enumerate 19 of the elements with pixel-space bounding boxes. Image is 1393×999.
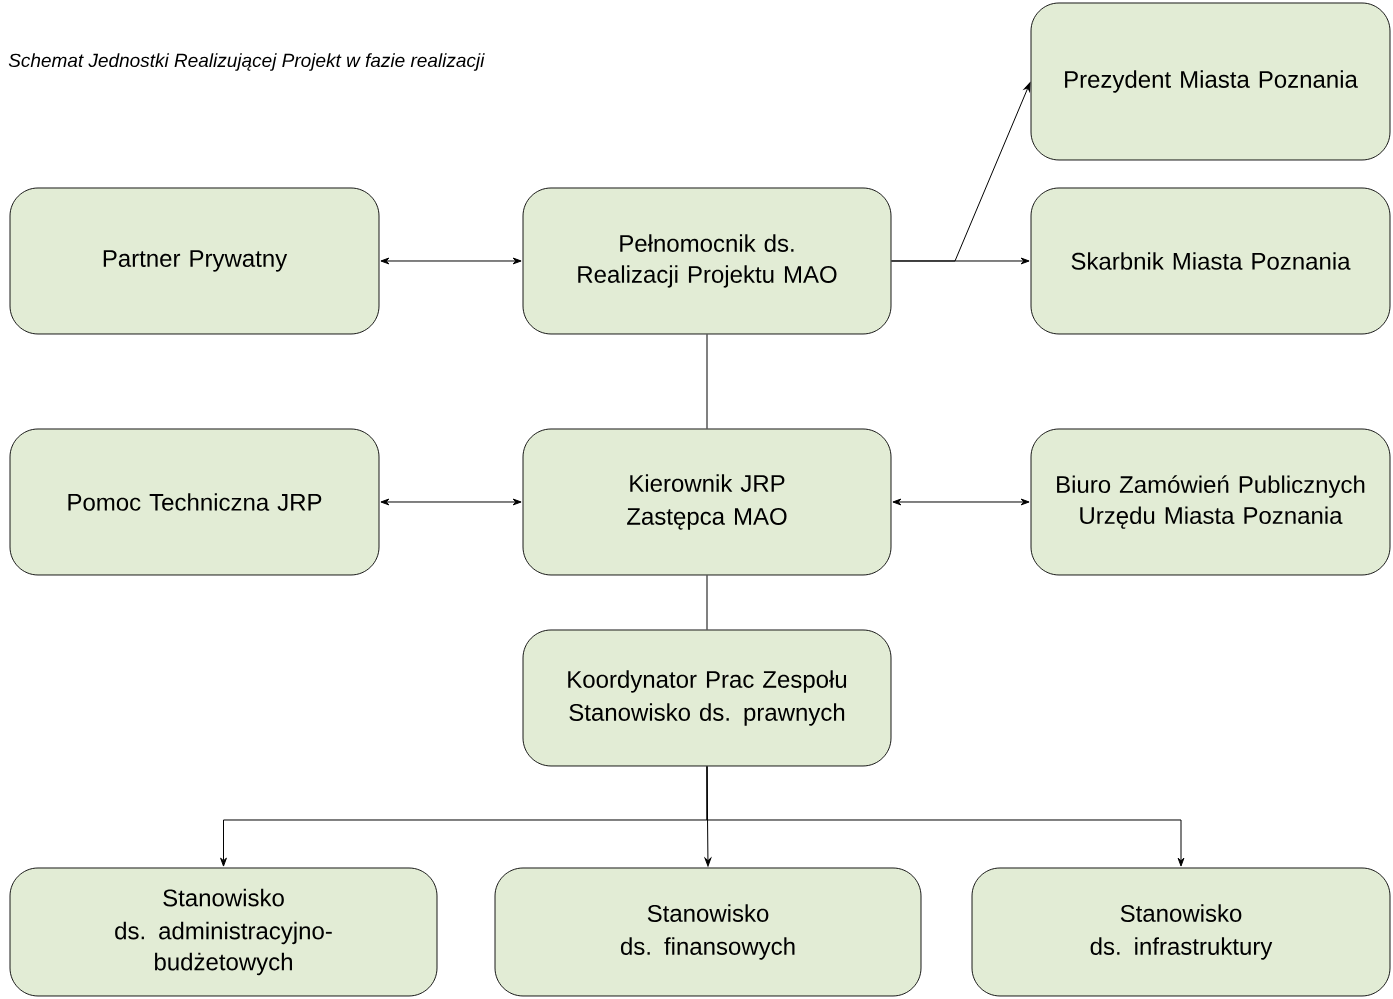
connector [706,574,708,631]
org-box: Biuro Zamówień Publicznych Urzędu Miasta Poznania [1030,428,1391,576]
org-box: Skarbnik Miasta Poznania [1030,187,1391,335]
org-box: Pomoc Techniczna JRP [9,428,380,576]
connector [380,498,522,506]
connector [892,498,1030,506]
org-box: Prezydent Miasta Poznania [1030,2,1391,161]
org-box: Pełnomocnik ds. Realizacji Projektu MAO [522,187,892,335]
org-box: Stanowisko ds. administracyjno-budżetowych [9,867,438,997]
connector [890,257,1030,265]
org-box: Stanowisko ds. finansowych [494,867,922,997]
connector [706,765,1185,867]
connector [706,333,708,430]
org-box: Koordynator Prac Zespołu Stanowisko ds. prawnych [522,629,892,767]
org-box: Partner Prywatny [9,187,380,335]
org-box: Kierownik JRP Zastępca MAO [522,428,892,576]
connector [380,257,522,265]
org-box: Stanowisko ds. infrastruktury [971,867,1391,997]
diagram-title: Schemat Jednostki Realizującej Projekt w fazie realizacji [8,53,485,71]
